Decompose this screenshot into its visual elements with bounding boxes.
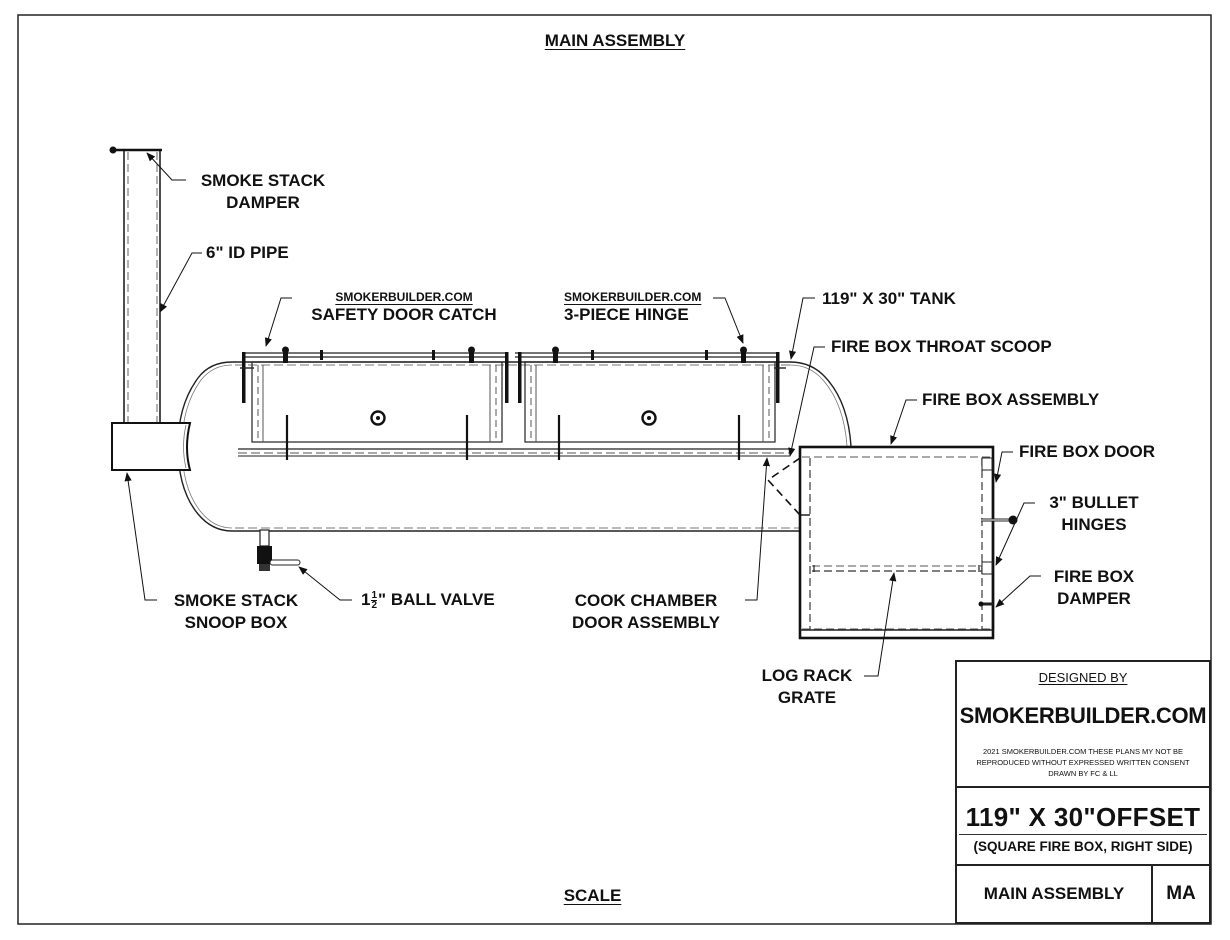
sheet-border (17, 14, 1212, 925)
label-fire-box-door: FIRE BOX DOOR (1019, 442, 1156, 461)
leader-fire-box-assembly (890, 399, 917, 445)
label-cook-chamber-door: COOK CHAMBER DOOR ASSEMBLY (556, 590, 736, 634)
leader-smoke-stack-damper (146, 152, 186, 181)
divider (959, 834, 1207, 835)
smoke-stack-damper (109, 146, 162, 154)
ball-valve-text: " BALL VALVE (378, 590, 495, 609)
drawn-by: DRAWN BY FC & LL (1048, 769, 1118, 778)
model-section: 119" X 30"OFFSET (SQUARE FIRE BOX, RIGHT… (957, 788, 1209, 866)
label-throat-scoop: FIRE BOX THROAT SCOOP (831, 337, 1052, 356)
label-log-rack: LOG RACK GRATE (752, 665, 862, 709)
label-id-pipe: 6" ID PIPE (206, 243, 289, 262)
label-bullet-hinges: 3" BULLET HINGES (1036, 492, 1152, 536)
model-title: 119" X 30"OFFSET (965, 802, 1201, 832)
brand-text: SMOKERBUILDER.COM (335, 290, 473, 304)
drawing-title: MAIN ASSEMBLY (544, 31, 686, 50)
fraction-numerator: 1 (371, 590, 378, 602)
leader-lines (124, 152, 1041, 677)
fire-box (766, 445, 995, 640)
fire-box-damper-icon (978, 601, 993, 607)
model-subtitle: (SQUARE FIRE BOX, RIGHT SIDE) (973, 839, 1193, 854)
label-fire-box-damper: FIRE BOX DAMPER (1044, 566, 1144, 610)
leader-id-pipe (159, 252, 202, 313)
label-line: HINGES (1061, 515, 1127, 534)
label-line: 3-PIECE HINGE (564, 305, 689, 324)
company-name: SMOKERBUILDER.COM (959, 703, 1207, 728)
label-line: SNOOP BOX (184, 613, 288, 632)
notice-line: 2021 SMOKERBUILDER.COM THESE PLANS MY NO… (982, 747, 1184, 756)
copyright-notice: 2021 SMOKERBUILDER.COM THESE PLANS MY NO… (957, 746, 1209, 779)
title-block: DESIGNED BY SMOKERBUILDER.COM 2021 SMOKE… (955, 660, 1211, 924)
leader-ball-valve (298, 566, 352, 601)
leader-bullet-hinges (995, 502, 1035, 566)
label-line: SAFETY DOOR CATCH (311, 305, 497, 324)
ball-valve (257, 529, 301, 571)
label-line: GRATE (777, 688, 837, 707)
label-tank: 119" X 30" TANK (822, 289, 956, 308)
label-line: LOG RACK (761, 666, 853, 685)
sheet-name: MAIN ASSEMBLY (957, 866, 1153, 922)
leader-fire-box-damper (995, 575, 1041, 608)
leader-fire-box-door (994, 451, 1013, 483)
door-handle-left-icon (370, 410, 386, 426)
label-line: DOOR ASSEMBLY (572, 613, 720, 632)
label-smoke-stack-damper: SMOKE STACK DAMPER (188, 170, 338, 214)
leader-log-rack (864, 572, 897, 677)
leader-throat-scoop (788, 346, 825, 457)
label-line: DAMPER (226, 193, 300, 212)
leader-safety-door-catch (264, 297, 292, 347)
label-safety-door-catch: SMOKERBUILDER.COM SAFETY DOOR CATCH (296, 290, 512, 326)
brand-text: SMOKERBUILDER.COM (564, 290, 702, 304)
designed-by-label: DESIGNED BY (1038, 670, 1128, 685)
label-line: 3" BULLET (1049, 493, 1139, 512)
sheet-code: MA (1166, 883, 1196, 904)
label-line: SMOKE STACK (200, 171, 326, 190)
snoop-box (111, 422, 192, 471)
cook-chamber-door-right (515, 346, 790, 460)
designer-section: DESIGNED BY SMOKERBUILDER.COM 2021 SMOKE… (957, 662, 1209, 788)
scale-label: SCALE (563, 886, 622, 905)
leader-tank (789, 297, 815, 360)
label-snoop-box: SMOKE STACK SNOOP BOX (160, 590, 312, 634)
leader-hinge (713, 297, 744, 344)
sheet-section: MAIN ASSEMBLY MA (957, 866, 1209, 922)
fraction-denominator: 2 (371, 600, 378, 612)
leader-cook-chamber-door (745, 457, 771, 601)
notice-line: REPRODUCED WITHOUT EXPRESSED WRITTEN CON… (976, 758, 1190, 767)
label-line: SMOKE STACK (173, 591, 299, 610)
door-handle-right-icon (641, 410, 657, 426)
ball-valve-size-whole: 1 (361, 590, 371, 609)
label-line: FIRE BOX (1053, 567, 1135, 586)
label-hinge: SMOKERBUILDER.COM 3-PIECE HINGE (564, 290, 701, 326)
cook-chamber-door-left (238, 346, 515, 460)
label-line: DAMPER (1057, 589, 1131, 608)
label-line: COOK CHAMBER (574, 591, 718, 610)
smoke-stack (123, 150, 161, 424)
leader-snoop-box (124, 472, 157, 601)
tank (177, 361, 852, 532)
label-fire-box-assembly: FIRE BOX ASSEMBLY (922, 390, 1100, 409)
